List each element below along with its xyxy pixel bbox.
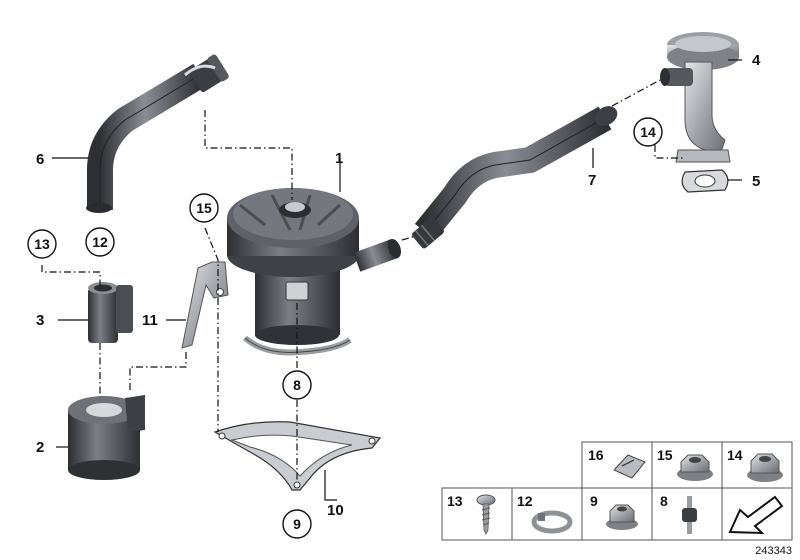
legend-label-9: 9 xyxy=(590,493,598,509)
label-8: 8 xyxy=(293,377,301,393)
assembly-lines xyxy=(41,79,683,480)
label-11: 11 xyxy=(142,312,158,329)
label-1: 1 xyxy=(335,150,343,167)
legend-label-13: 13 xyxy=(447,493,463,509)
label-14: 14 xyxy=(640,124,656,140)
rubber-mount-icon xyxy=(682,496,697,534)
reference-number: 243343 xyxy=(755,545,792,557)
holder-part-3 xyxy=(88,282,133,343)
small-parts-legend: 16 15 14 13 12 9 8 xyxy=(441,441,793,541)
legend-label-16: 16 xyxy=(588,447,604,463)
legend-label-14: 14 xyxy=(727,447,743,463)
label-9: 9 xyxy=(293,516,301,532)
legend-label-12: 12 xyxy=(517,493,533,509)
label-2: 2 xyxy=(36,439,44,456)
label-5: 5 xyxy=(752,173,760,190)
leader-lines xyxy=(52,59,742,501)
hose-part-6 xyxy=(86,54,229,213)
mount-part-2 xyxy=(68,395,145,480)
clip-icon xyxy=(613,454,646,479)
gasket-part-5 xyxy=(681,169,729,193)
flange-nut-icon xyxy=(677,454,713,481)
hose-part-7 xyxy=(412,106,618,249)
label-10: 10 xyxy=(327,502,344,519)
label-15: 15 xyxy=(196,200,212,216)
label-13: 13 xyxy=(34,236,50,252)
label-12: 12 xyxy=(92,234,108,250)
valve-part-4 xyxy=(660,32,739,163)
label-6: 6 xyxy=(36,151,44,168)
plate-part-10 xyxy=(213,421,382,491)
legend-label-8: 8 xyxy=(660,493,668,509)
nut-icon xyxy=(747,453,783,482)
legend-label-15: 15 xyxy=(657,447,673,463)
nut-icon-small xyxy=(606,504,638,530)
label-4: 4 xyxy=(752,52,761,69)
bracket-part-11 xyxy=(181,261,229,349)
air-pump-part-1 xyxy=(227,188,401,356)
arrow-icon xyxy=(728,495,784,535)
hose-clamp-icon xyxy=(531,510,573,534)
screw-icon xyxy=(476,494,496,535)
label-3: 3 xyxy=(36,312,44,329)
callouts: 1 2 3 4 5 6 7 10 11 12 13 14 15 8 9 xyxy=(27,52,761,539)
label-7: 7 xyxy=(588,172,596,189)
